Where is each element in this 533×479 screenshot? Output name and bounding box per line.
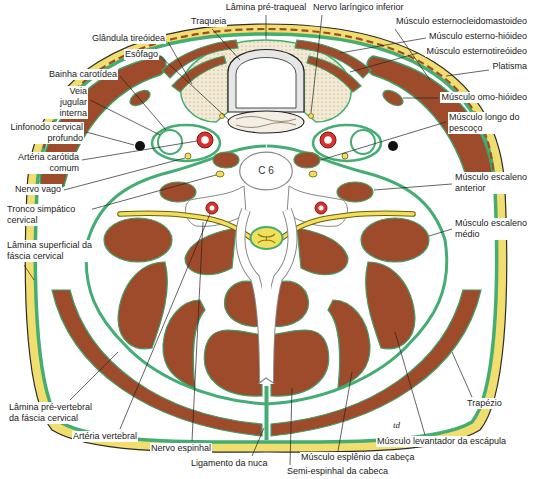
nuchal-ligament (265, 386, 269, 440)
anatomy-label: Músculo esternocleidomastoideo (395, 16, 528, 27)
leader-line (446, 70, 489, 76)
leader-line (338, 372, 352, 451)
leader-line (340, 38, 426, 53)
anatomy-label: Tronco simpático cervical (6, 204, 92, 226)
spinal-cord (251, 227, 283, 249)
leader-line (212, 29, 240, 60)
anatomy-label: Linfonodo cervical profundo (4, 122, 84, 144)
leader-line (64, 158, 185, 190)
spinal-nerve-outline (120, 213, 254, 240)
anterior-scalene (160, 182, 196, 202)
leader-line (452, 352, 472, 397)
anatomy-label: Músculo esternotireóideo (425, 46, 528, 57)
anatomy-label: Músculo longo do pescoço (448, 112, 530, 134)
vertebral-body-shape (240, 152, 293, 190)
middle-scalene (104, 218, 172, 262)
artist-signature: td (392, 420, 401, 431)
anatomy-label: Músculo omo-hióideo (440, 92, 528, 103)
vertebral-artery (206, 202, 218, 214)
anatomy-label: Lâmina pré-vertebral da fáscia cervical (8, 402, 104, 424)
leader-line (395, 332, 425, 435)
leader-line (82, 141, 197, 160)
anatomy-label: Ligamento da nuca (190, 458, 269, 469)
anatomy-label: Nervo espinhal (150, 443, 212, 454)
leader-line (70, 352, 118, 400)
anatomy-label: Semi-espinhal da cabeca (286, 466, 389, 477)
leader-line (311, 15, 322, 113)
anatomy-label: Músculo esplênio da cabeça (300, 452, 416, 463)
anatomy-label: Veia jugular interna (42, 86, 88, 119)
leader-line (90, 100, 160, 135)
superficial-fascia (35, 34, 496, 442)
leader-line (24, 265, 34, 280)
anatomy-label: Lâmina pré-traqueal (225, 2, 308, 13)
esophagus-folds (236, 117, 296, 128)
vertebral-body: C 6 (238, 150, 294, 192)
leader-line (168, 42, 192, 84)
anatomy-label: Artéria vertebral (72, 431, 138, 442)
leader-line (120, 76, 166, 130)
anatomy-label: Músculo escaleno médio (454, 218, 532, 240)
common-carotid-artery (197, 132, 213, 148)
vagus-nerve (185, 153, 191, 159)
leader-line (120, 214, 210, 429)
vertebra-level: C 6 (258, 165, 274, 177)
leader-line (350, 53, 418, 72)
spinal-nerve (120, 213, 254, 240)
anatomy-label: Trapézio (466, 398, 503, 409)
trachea-lumen (236, 58, 296, 109)
anatomy-label: Platisma (491, 61, 528, 72)
leader-line (86, 132, 134, 145)
anatomy-label: Artéria carótida comum (4, 152, 80, 174)
vertebral-artery-lumen (210, 206, 215, 211)
skin-fat-layer (25, 24, 506, 452)
left-half-structures (40, 40, 266, 436)
anatomy-label: Traqueia (190, 16, 227, 27)
inferior-laryngeal-nerve (220, 114, 225, 119)
anatomy-label: Glândula tireóidea (91, 33, 166, 44)
leader-line (192, 222, 203, 441)
levator-scapulae (118, 262, 167, 349)
semispinalis-capitis (204, 330, 262, 396)
esophagus (228, 111, 304, 133)
spinous-process-tip (258, 378, 275, 384)
leader-line (160, 56, 229, 120)
anatomy-label: Nervo vago (14, 184, 62, 195)
anatomy-label: Nervo laríngico inferior (312, 2, 405, 13)
deep-back-muscle (185, 228, 236, 275)
leader-line (403, 98, 438, 99)
anatomy-label: Lâmina superficial da fáscia cervical (6, 240, 98, 262)
anatomy-label: Músculo levantador da escápula (376, 436, 507, 447)
anatomy-label: Esôfago (124, 49, 159, 60)
leader-line (374, 184, 452, 190)
leader-line (321, 122, 446, 160)
grey-matter (258, 234, 275, 243)
anatomy-label: Bainha carotídea (48, 69, 118, 80)
leader-line (290, 388, 292, 465)
anatomy-label: Músculo esterno-hióideo (428, 31, 528, 42)
leader-line (82, 175, 216, 212)
leader-line (429, 229, 452, 236)
leader-line (266, 15, 267, 39)
longus-colli (213, 152, 239, 168)
sympathetic-trunk (216, 171, 224, 177)
carotid-lumen (201, 136, 209, 144)
spinous-process-bridge (262, 280, 271, 384)
omohyoid (127, 87, 152, 108)
sternothyroid (172, 56, 226, 92)
anatomy-label: Músculo escaleno anterior (454, 172, 532, 194)
leader-line (252, 428, 264, 456)
internal-jugular-vein (158, 130, 182, 154)
